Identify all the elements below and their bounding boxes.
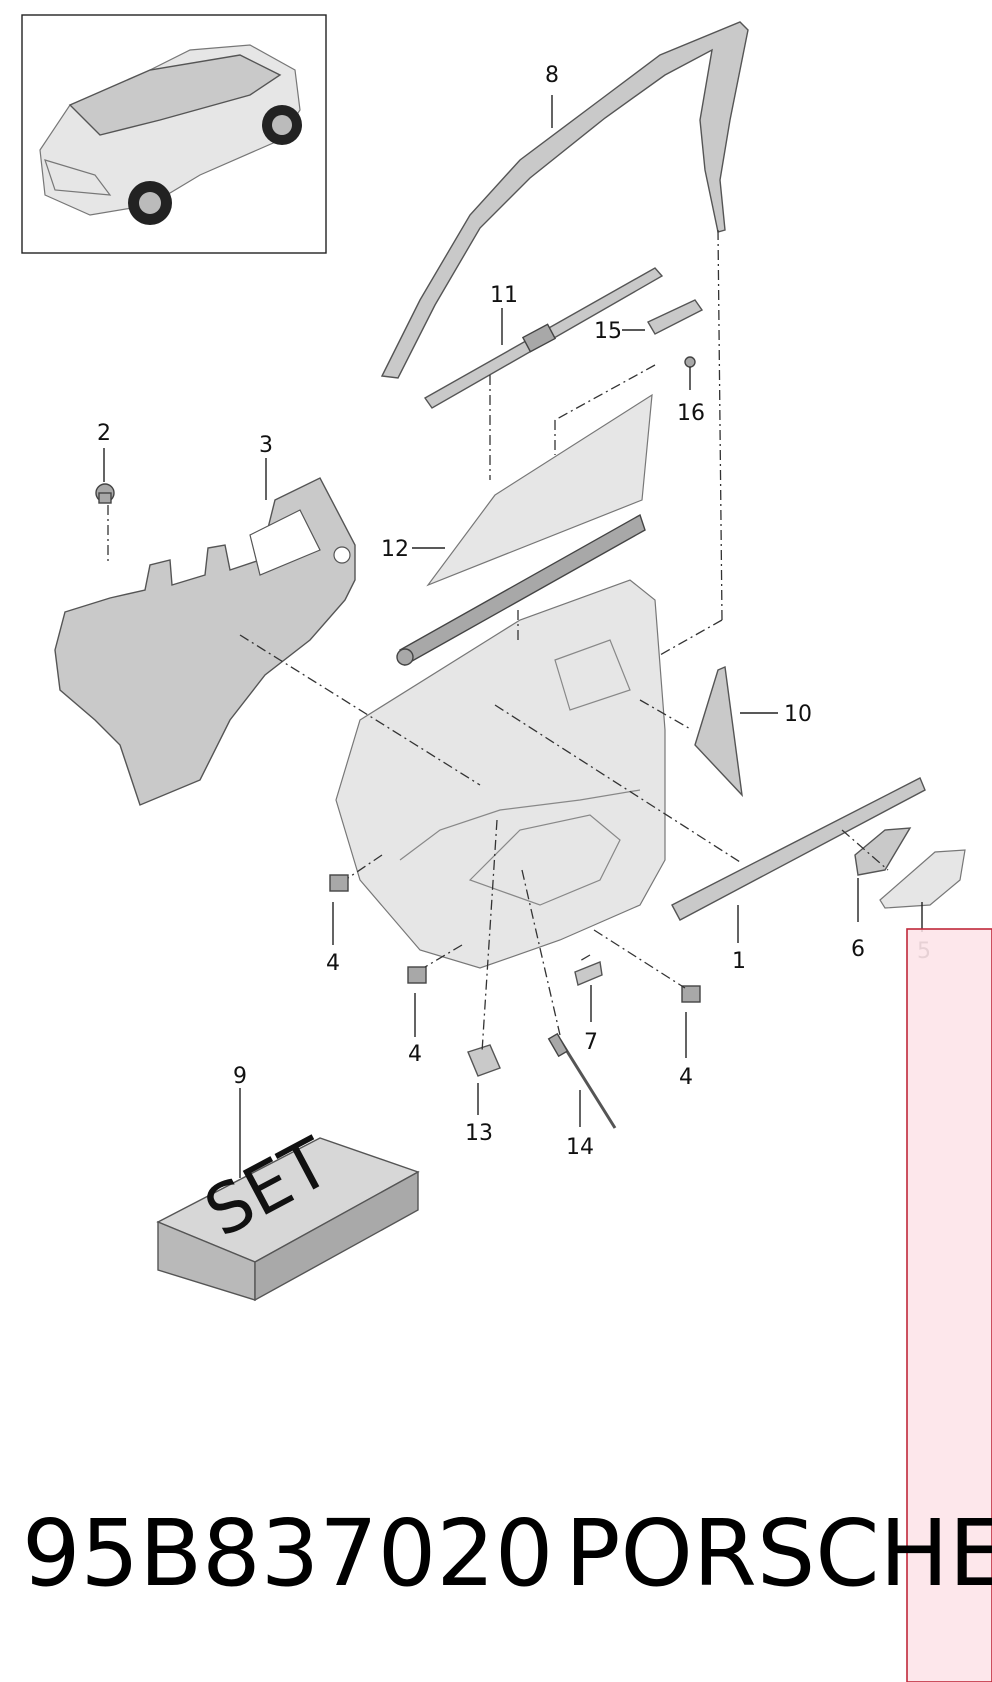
part-11-window-rail (423, 267, 664, 409)
part-2-clip (95, 483, 115, 504)
assembly-lines (107, 229, 889, 1053)
callout-3: 3 (259, 433, 273, 458)
part-4-clip-c (681, 985, 701, 1003)
part-8-window-frame-trim (380, 21, 749, 379)
callout-13: 13 (465, 1121, 493, 1146)
car-thumbnail (21, 14, 327, 254)
callout-4-a: 4 (326, 951, 340, 976)
part-1-trim-strip (671, 777, 926, 921)
part-6-small-trim (854, 827, 912, 876)
part-7-bracket (574, 961, 603, 986)
callout-9: 9 (233, 1064, 247, 1089)
callout-8: 8 (545, 63, 559, 88)
part-14-rod (547, 1032, 617, 1129)
part-12-sunblind (396, 393, 653, 667)
part-4-clip-a (329, 874, 349, 892)
callout-6: 6 (851, 937, 865, 962)
callout-14: 14 (566, 1135, 594, 1160)
part-5-handle-bezel (879, 849, 966, 909)
part-number-text: 95B837020 (22, 1500, 553, 1607)
part-3-insulation-panel (54, 477, 356, 806)
annotation-overlay (906, 928, 992, 1682)
callout-1: 1 (732, 949, 746, 974)
part-10-triangle-trim (694, 665, 743, 798)
callout-4-c: 4 (679, 1065, 693, 1090)
part-13-bracket (467, 1044, 501, 1077)
part-15-clip (647, 299, 704, 335)
part-16-screw (684, 356, 696, 375)
callout-11: 11 (490, 283, 518, 308)
callout-16: 16 (677, 401, 705, 426)
door-trim-panel (335, 579, 666, 969)
part-4-clip-b (407, 966, 427, 984)
callout-2: 2 (97, 421, 111, 446)
callout-15: 15 (594, 319, 622, 344)
leader-lines (103, 95, 923, 1178)
callout-7: 7 (584, 1030, 598, 1055)
callout-10: 10 (784, 702, 812, 727)
brand-text: PORSCHE (565, 1500, 992, 1607)
callout-labels: 8 11 15 16 2 3 12 10 1 6 5 4 4 4 7 13 14… (97, 63, 931, 1160)
part-9-set-box: SET (156, 1123, 420, 1302)
callout-12: 12 (381, 537, 409, 562)
callout-4-b: 4 (408, 1042, 422, 1067)
